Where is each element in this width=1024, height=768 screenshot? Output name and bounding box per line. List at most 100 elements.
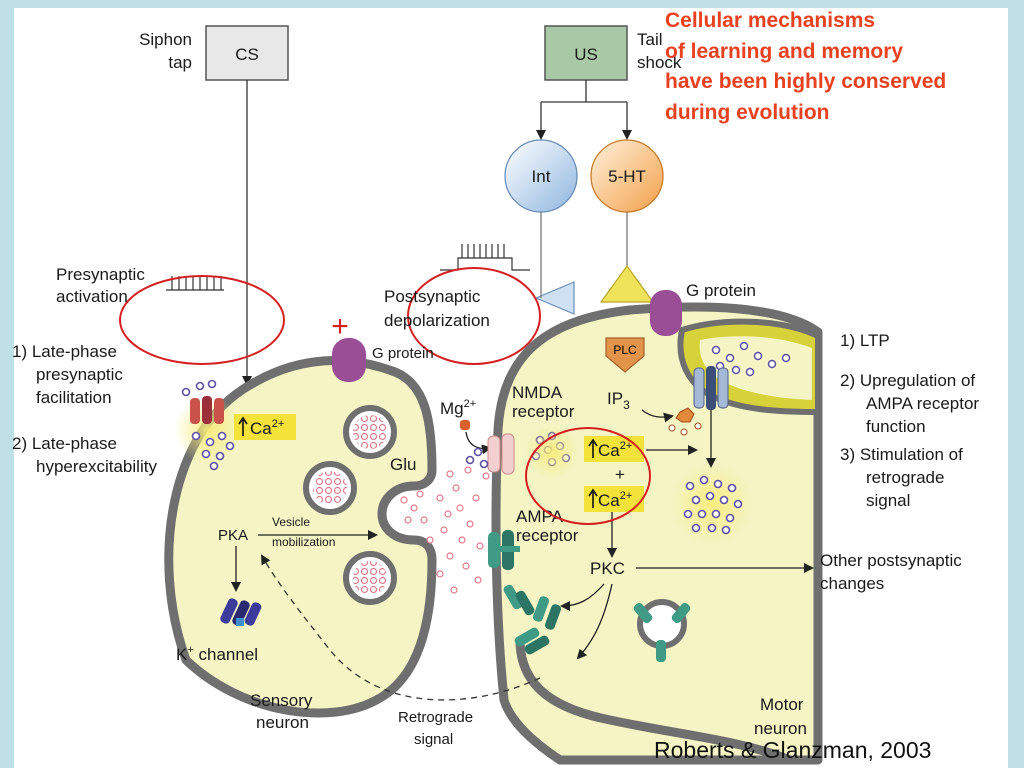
activation-label: activation: [56, 287, 128, 306]
mg-arrow: [465, 431, 492, 455]
motor-neuron-lower-membrane: [515, 639, 792, 765]
postsynaptic-ca-dots: [683, 475, 743, 535]
retrograde-label: Retrograde: [398, 709, 473, 726]
presynaptic-effects-list: 1) Late-phase presynaptic facilitation 2…: [12, 342, 157, 476]
us-box: US: [544, 25, 628, 81]
nmda-receptor-icon: [487, 433, 515, 475]
pkc-retrograde-arrow: [576, 583, 613, 660]
ip3-label: IP3: [607, 389, 630, 412]
svg-text:Ca2+: Ca2+: [598, 490, 632, 510]
svg-text:Ca2+: Ca2+: [250, 418, 284, 438]
svg-text:function: function: [866, 417, 926, 436]
ip3-molecule-icon: [668, 407, 702, 436]
svg-text:1) LTP: 1) LTP: [840, 331, 890, 350]
plc-icon: PLC: [605, 337, 645, 373]
receptor-label-nmda: receptor: [512, 402, 575, 421]
serotonin-neuron: 5-HT: [590, 139, 664, 303]
svg-text:2) Late-phase: 2) Late-phase: [12, 434, 117, 453]
vesicle-label: Vesicle: [272, 515, 310, 529]
synaptic-vesicles: [303, 405, 397, 605]
mobilization-label: mobilization: [272, 535, 335, 549]
presynaptic-spike-train: [166, 276, 224, 291]
pkc-ampa-arrow: [560, 583, 605, 611]
slide-frame-left: [0, 0, 14, 768]
presynaptic-label: Presynaptic: [56, 265, 145, 284]
presynaptic-ion-dots: [181, 379, 235, 471]
nmda-glow: [526, 426, 578, 478]
svg-text:presynaptic: presynaptic: [36, 365, 123, 384]
slide-frame-top: [0, 0, 1024, 8]
signal-label: signal: [414, 731, 453, 748]
citation: Roberts & Glanzman, 2003: [654, 737, 931, 763]
presynaptic-channel-icon: [190, 396, 224, 424]
mg-label: Mg2+: [440, 398, 476, 418]
receptor-label-ampa: receptor: [516, 526, 579, 545]
dendrite-inner: [699, 336, 812, 400]
svg-text:signal: signal: [866, 491, 910, 510]
svg-text:2) Upregulation of: 2) Upregulation of: [840, 371, 975, 390]
red-circle-presynaptic-activation: [119, 275, 285, 365]
g-protein-presynaptic-icon: [332, 338, 366, 382]
motor-label: Motor: [760, 695, 804, 714]
ip3-arrow: [641, 409, 674, 423]
g-protein-postsynaptic-label: G protein: [686, 281, 756, 300]
svg-text:CS: CS: [235, 45, 259, 64]
k-channel-label: K+ channel: [176, 644, 258, 664]
slide-title: Cellular mechanisms of learning and memo…: [665, 9, 946, 124]
retrograde-signal-arrow: [261, 554, 541, 701]
changes-label: changes: [820, 574, 884, 593]
other-changes-label: Other postsynaptic: [820, 551, 962, 570]
mg-ion-icon: [460, 420, 470, 430]
ca-plus-sign: +: [615, 465, 625, 484]
tail-label: Tail: [637, 30, 663, 49]
neuron-label-motor: neuron: [754, 719, 807, 738]
ampa-trafficking-icons: [503, 584, 562, 655]
svg-text:1) Late-phase: 1) Late-phase: [12, 342, 117, 361]
nmda-label: NMDA: [512, 383, 563, 402]
red-circle-postsynaptic-depolarization: [407, 267, 541, 365]
svg-text:retrograde: retrograde: [866, 468, 944, 487]
glutamate-release: [400, 466, 490, 594]
svg-text:of learning and memory: of learning and memory: [665, 40, 903, 63]
cs-box: CS: [205, 25, 289, 81]
k-channel-icon: [220, 598, 262, 626]
neuron-label-sensory: neuron: [256, 713, 309, 732]
svg-text:5-HT: 5-HT: [608, 167, 646, 186]
postsynaptic-outcomes-list: 1) LTP 2) Upregulation of AMPA receptor …: [840, 331, 979, 510]
siphon-label: Siphon: [139, 30, 192, 49]
svg-text:have been highly conserved: have been highly conserved: [665, 70, 946, 93]
red-circle-calcium: [525, 427, 651, 525]
postsynaptic-label: Postsynaptic: [384, 287, 481, 306]
ampa-label: AMPA: [516, 507, 564, 526]
endosome-icon: [633, 599, 691, 662]
svg-text:AMPA receptor: AMPA receptor: [866, 394, 979, 413]
tap-label: tap: [168, 53, 192, 72]
svg-text:3) Stimulation of: 3) Stimulation of: [840, 445, 963, 464]
int-neuron: Int: [504, 139, 578, 315]
sensory-label: Sensory: [250, 691, 313, 710]
glu-label: Glu: [390, 455, 416, 474]
g-protein-postsynaptic-icon: [650, 290, 682, 336]
pka-label: PKA: [218, 527, 248, 544]
svg-text:Ca2+: Ca2+: [598, 440, 632, 460]
ip3-receptor-icon: [693, 366, 729, 410]
slide-frame-right: [1008, 0, 1024, 768]
ca-badge-presynaptic: Ca2+: [234, 414, 296, 440]
svg-text:Int: Int: [532, 167, 551, 186]
svg-text:hyperexcitability: hyperexcitability: [36, 457, 157, 476]
ca-badge-postsynaptic-1: Ca2+: [584, 436, 644, 462]
depolarization-label: depolarization: [384, 311, 490, 330]
g-protein-presynaptic-label: G protein: [372, 345, 434, 362]
red-plus-annotation: +: [331, 310, 349, 343]
svg-text:US: US: [574, 45, 598, 64]
svg-text:PLC: PLC: [613, 343, 637, 357]
postsynaptic-depolarization-trace: [440, 244, 530, 271]
svg-text:during evolution: during evolution: [665, 101, 829, 124]
svg-text:facilitation: facilitation: [36, 388, 112, 407]
us-branch-arrows: [536, 80, 632, 140]
dendrite-vesicles: [711, 341, 791, 377]
ampa-receptor-icon: [488, 530, 520, 570]
pkc-label: PKC: [590, 559, 625, 578]
